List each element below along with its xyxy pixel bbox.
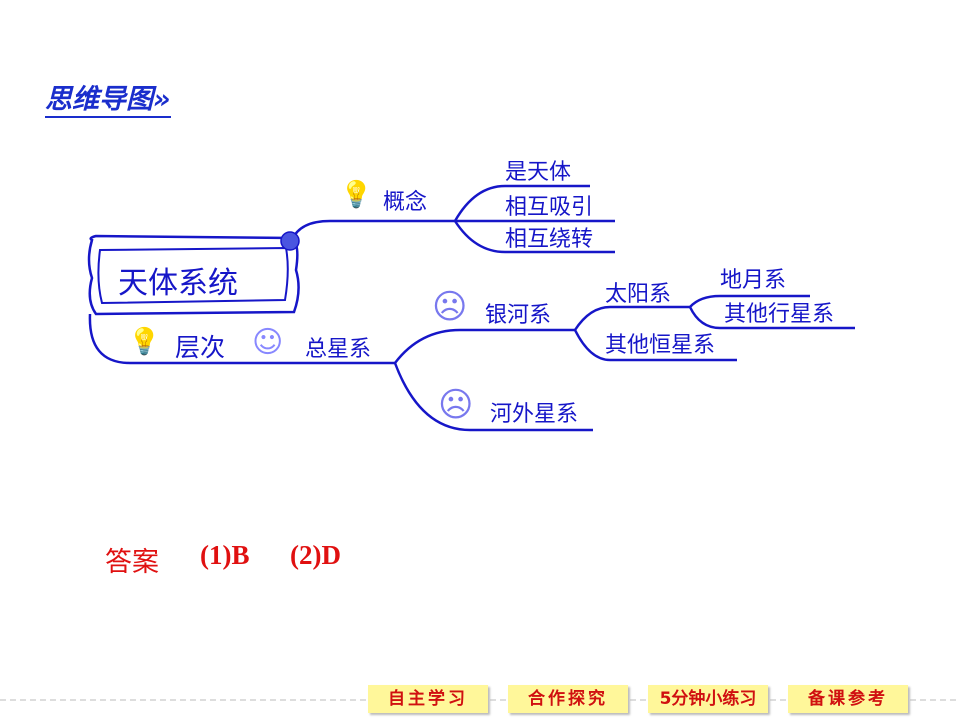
concept-item: 是天体: [505, 160, 572, 185]
lightbulb-icon: 💡: [128, 327, 161, 357]
nav-self-study-button[interactable]: 自主学习: [368, 685, 488, 713]
solar-system-node: 太阳系: [605, 282, 672, 307]
smiley-icon: ☺: [252, 325, 284, 360]
sad-face-icon: ☹: [438, 385, 474, 425]
sad-face-icon: ☹: [432, 287, 468, 327]
extragalactic-node: 河外星系: [490, 402, 579, 427]
nav-quiz-button[interactable]: 5分钟小练习: [648, 685, 768, 713]
answer-1: (1)B: [200, 540, 250, 570]
answer-2: (2)D: [290, 540, 341, 570]
root-node-dot: [280, 231, 300, 251]
nav-reference-button[interactable]: 备课参考: [788, 685, 908, 713]
page-title: 思维导图»: [45, 84, 171, 118]
milky-way-node: 银河系: [485, 303, 552, 328]
other-star-node: 其他恒星系: [605, 333, 716, 358]
earth-moon-node: 地月系: [720, 268, 787, 293]
level-node: 层次: [175, 333, 226, 362]
concept-node: 概念: [383, 190, 428, 215]
other-planet-node: 其他行星系: [724, 302, 835, 327]
lightbulb-icon: 💡: [340, 180, 373, 210]
answer-label: 答案: [105, 547, 159, 578]
root-node: 天体系统: [118, 266, 238, 301]
concept-item: 相互吸引: [505, 195, 594, 220]
nav-cooperative-button[interactable]: 合作探究: [508, 685, 628, 713]
total-galaxy-node: 总星系: [305, 337, 372, 362]
concept-item: 相互绕转: [505, 227, 594, 252]
